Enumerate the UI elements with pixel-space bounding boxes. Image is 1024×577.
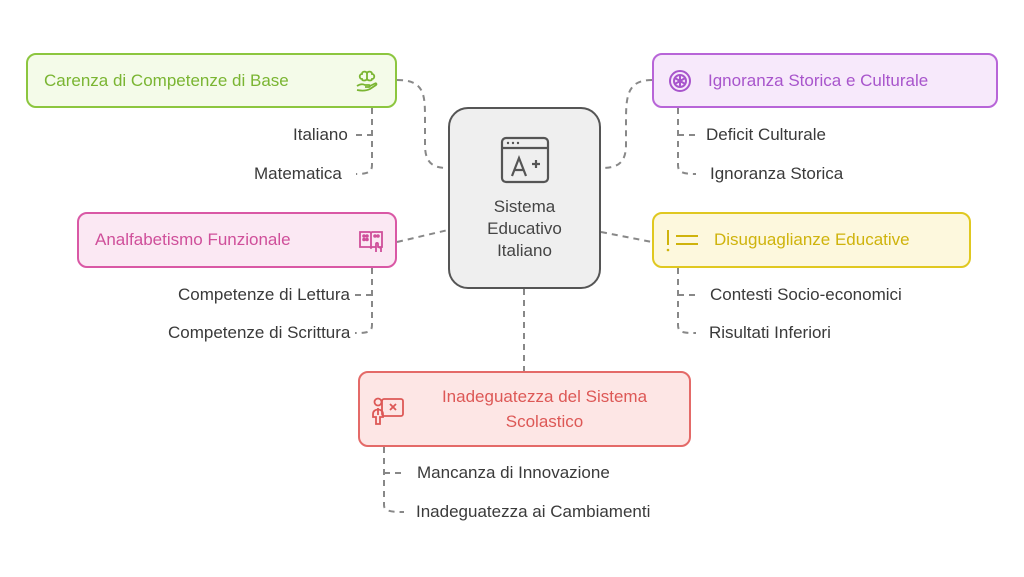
connector-purple-children	[677, 108, 697, 175]
branch-node-inadeguatezza-sistema-scolastico[interactable]: Inadeguatezza del Sistema Scolastico	[358, 371, 691, 447]
branch-node-ignoranza-storica-culturale[interactable]: Ignoranza Storica e Culturale	[652, 53, 998, 108]
not-equal-icon	[662, 226, 702, 254]
leaf-mancanza-innovazione: Mancanza di Innovazione	[417, 463, 610, 482]
connector-center-yellow	[600, 231, 653, 243]
connector-red-children	[383, 447, 405, 513]
branch-title: Disuguaglianze Educative	[714, 230, 910, 249]
leaf-risultati-inferiori: Risultati Inferiori	[709, 323, 831, 342]
grade-a-plus-browser-icon	[498, 134, 552, 188]
braille-book-icon	[357, 226, 385, 254]
connector-pink-children	[354, 268, 373, 334]
leaf-ignoranza-storica: Ignoranza Storica	[710, 164, 844, 183]
leaf-deficit-culturale: Deficit Culturale	[706, 125, 826, 144]
connector-center-purple	[600, 79, 653, 169]
leaf-matematica: Matematica	[254, 164, 342, 183]
connector-yellow-children	[677, 268, 697, 334]
branch-title: Analfabetismo Funzionale	[95, 230, 291, 249]
leaf-italiano: Italiano	[293, 125, 348, 144]
connector-green-children	[355, 108, 373, 175]
brain-in-hand-icon	[353, 67, 381, 95]
branch-node-carenza-competenze[interactable]: Carenza di Competenze di Base	[26, 53, 397, 108]
connector-center-green	[396, 79, 449, 169]
leaf-competenze-scrittura: Competenze di Scrittura	[168, 323, 351, 342]
central-topic-node[interactable]: Sistema Educativo Italiano	[448, 107, 601, 289]
branch-title: Inadeguatezza del Sistema Scolastico	[441, 387, 648, 431]
central-topic-title: Sistema Educativo Italiano	[487, 197, 562, 260]
leaf-competenze-lettura: Competenze di Lettura	[178, 285, 350, 304]
teacher-board-x-icon	[370, 391, 406, 427]
connector-center-pink	[396, 229, 449, 243]
leaf-inadeguatezza-cambiamenti: Inadeguatezza ai Cambiamenti	[416, 502, 651, 521]
branch-title: Carenza di Competenze di Base	[44, 70, 289, 90]
branch-node-disuguaglianze-educative[interactable]: Disuguaglianze Educative	[652, 212, 971, 268]
branch-node-analfabetismo-funzionale[interactable]: Analfabetismo Funzionale	[77, 212, 397, 268]
leaf-contesti-socio-economici: Contesti Socio-economici	[710, 285, 902, 304]
cultural-emblem-icon	[666, 67, 694, 95]
branch-title: Ignoranza Storica e Culturale	[708, 70, 929, 90]
